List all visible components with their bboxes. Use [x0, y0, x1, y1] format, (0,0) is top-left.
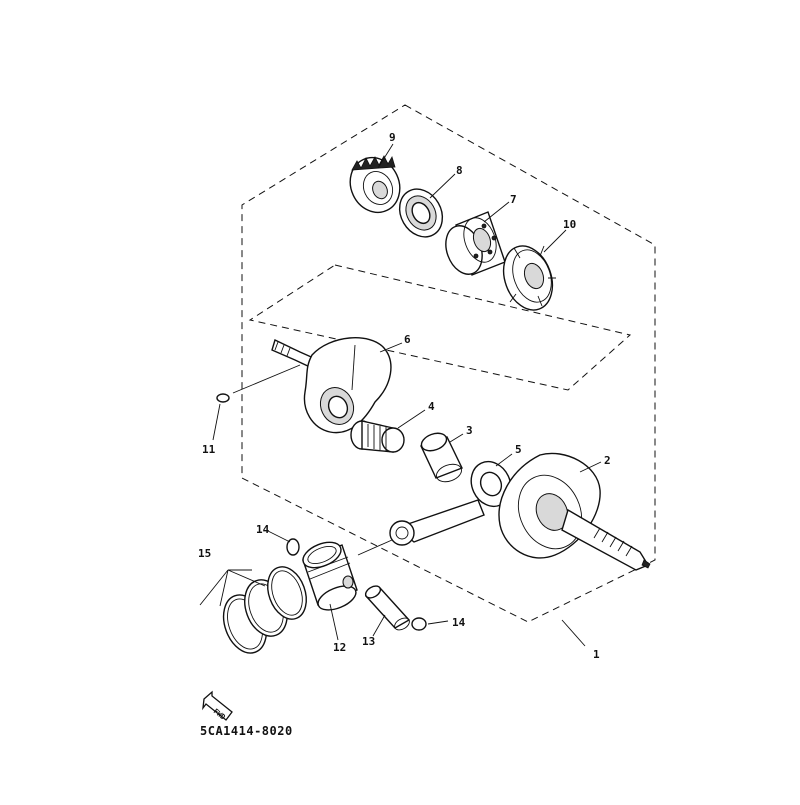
diagram-code: 5CA1414-8020	[200, 724, 293, 738]
callout-13: 13	[362, 635, 375, 648]
part-15-piston-rings	[222, 566, 307, 654]
part-2-crank-right	[498, 452, 651, 571]
callout-3: 3	[466, 424, 473, 437]
callout-7: 7	[510, 193, 517, 206]
callout-4: 4	[428, 400, 435, 413]
fwd-arrow-icon: FWD	[202, 690, 233, 721]
part-7-bearing	[445, 211, 506, 276]
part-9-gear	[349, 155, 401, 214]
callout-2: 2	[604, 454, 611, 467]
callout-1: 1	[593, 648, 600, 661]
callout-5: 5	[515, 443, 522, 456]
part-3-crank-pin	[420, 432, 463, 483]
callout-10: 10	[563, 218, 576, 231]
part-14-circlip-upper	[286, 538, 300, 556]
callout-11: 11	[202, 443, 216, 456]
callout-9: 9	[389, 131, 396, 144]
part-5-connecting-rod	[389, 460, 512, 546]
callout-6: 6	[404, 333, 411, 346]
callout-15: 15	[198, 547, 211, 560]
leader-lines	[199, 143, 602, 647]
callout-14-upper: 14	[256, 523, 270, 536]
callout-12: 12	[333, 641, 346, 654]
part-13-piston-pin	[364, 585, 411, 631]
part-10-bearing	[502, 245, 556, 311]
callout-14-lower: 14	[452, 616, 466, 629]
part-8-oil-seal	[398, 188, 444, 238]
part-4-needle-bearing	[350, 420, 405, 453]
callout-8: 8	[456, 164, 463, 177]
part-12-piston	[302, 541, 358, 611]
assembly-boundary	[241, 104, 656, 623]
part-6-crank-left	[271, 337, 392, 434]
part-14-circlip-lower	[411, 617, 427, 631]
part-11-key	[216, 393, 230, 403]
crank-subassembly-boundary	[248, 264, 632, 391]
